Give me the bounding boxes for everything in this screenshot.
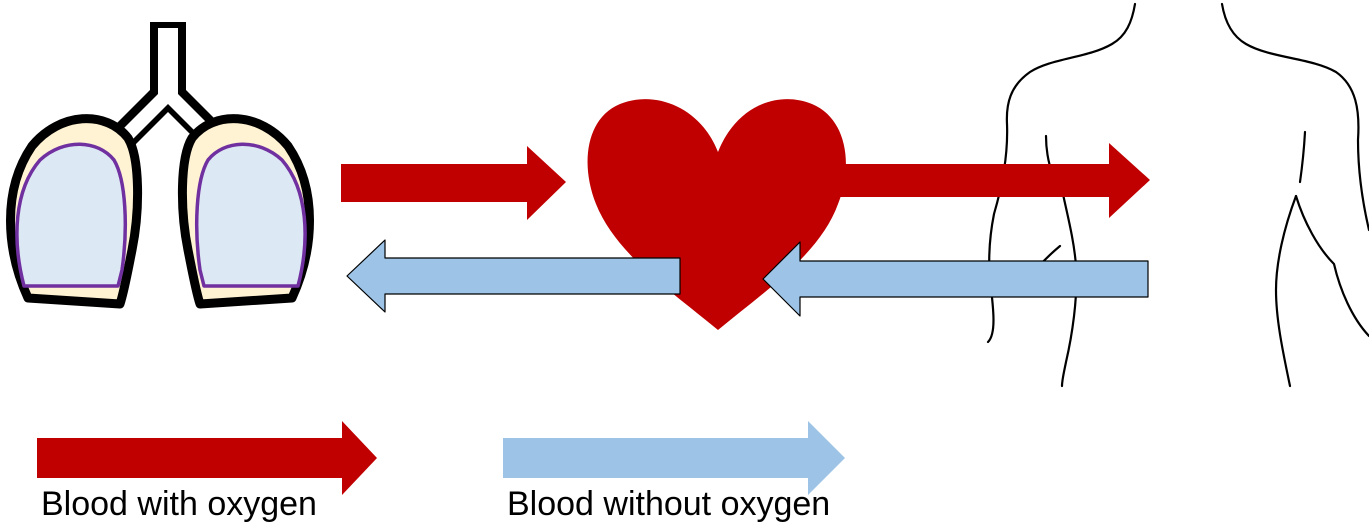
oxygenated-arrow-lungs-to-heart <box>341 146 566 220</box>
deoxygenated-arrow-heart-to-lungs <box>346 239 681 313</box>
deoxygenated-arrow-body-to-heart <box>762 241 1149 317</box>
oxygenated-arrow-heart-to-body <box>820 143 1150 218</box>
legend-oxygenated-label: Blood with oxygen <box>41 485 317 523</box>
legend-oxygenated-arrow <box>37 421 377 495</box>
lungs-icon <box>6 22 314 309</box>
legend-deoxygenated-arrow <box>503 421 845 495</box>
legend-deoxygenated-label: Blood without oxygen <box>507 485 831 523</box>
